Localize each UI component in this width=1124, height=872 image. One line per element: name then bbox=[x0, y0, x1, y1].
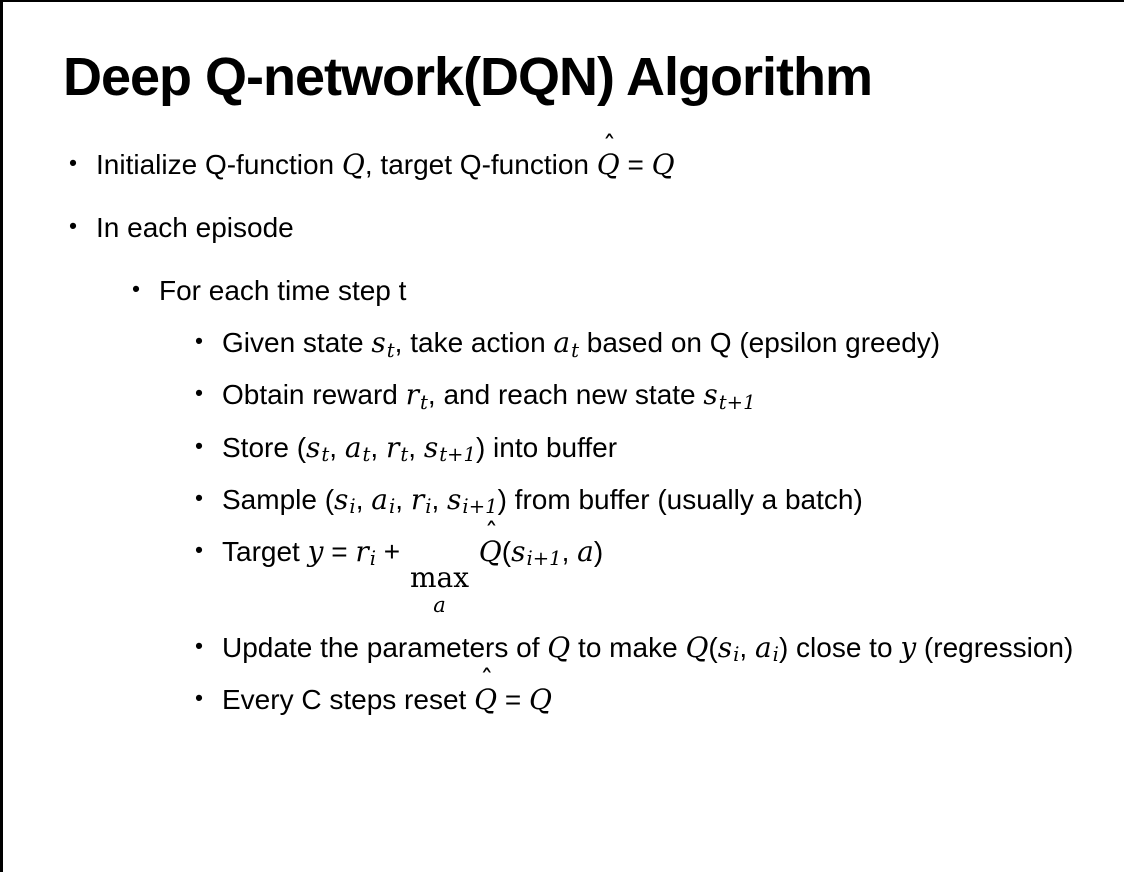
math-var: y bbox=[900, 630, 917, 664]
math-var: Q bbox=[528, 682, 552, 716]
bullet-marker-icon: • bbox=[195, 484, 204, 511]
bullet-list: • Initialize Q-function Q, target Q-funct… bbox=[3, 131, 1124, 719]
bullet-marker-icon: • bbox=[69, 149, 78, 176]
math-var-subscript: at bbox=[344, 430, 371, 466]
bullet-marker-icon: • bbox=[195, 379, 204, 406]
bullet-marker-icon: • bbox=[195, 684, 204, 711]
bullet-text: In each episode bbox=[96, 212, 294, 244]
bullet-marker-icon: • bbox=[132, 275, 141, 302]
bullet-text: Obtain reward rt, and reach new state st… bbox=[222, 378, 756, 414]
bullet-text: Given state st, take action at based on … bbox=[222, 326, 941, 362]
math-var-subscript: rt bbox=[405, 378, 428, 414]
bullet-item: • For each time step t bbox=[3, 273, 1124, 310]
bullet-text: Initialize Q-function Q, target Q-functi… bbox=[96, 131, 1124, 184]
math-var-subscript: ai bbox=[371, 482, 396, 519]
bullet-text: Store (st, at, rt, st+1) into buffer bbox=[222, 430, 618, 466]
math-var-subscript: ri bbox=[355, 534, 377, 571]
bullet-text: Sample (si, ai, ri, si+1) from buffer (u… bbox=[222, 482, 863, 519]
bullet-marker-icon: • bbox=[195, 536, 204, 563]
bullet-item: • Obtain reward rt, and reach new state s… bbox=[3, 377, 1124, 415]
math-var-subscript: st+1 bbox=[423, 430, 476, 466]
slide-title: Deep Q-network(DQN) Algorithm bbox=[63, 47, 873, 107]
math-var-subscript: si bbox=[717, 630, 740, 666]
bullet-marker-icon: • bbox=[69, 212, 78, 239]
bullet-text: For each time step t bbox=[159, 275, 407, 307]
math-var: Q bbox=[651, 148, 675, 182]
bullet-marker-icon: • bbox=[195, 432, 204, 459]
bullet-item: • Store (st, at, rt, st+1) into buffer bbox=[3, 430, 1124, 468]
math-var-subscript: st bbox=[371, 326, 395, 362]
bullet-text: Update the parameters of Q to make Q(si,… bbox=[222, 630, 1074, 666]
bullet-item: • In each episode bbox=[3, 210, 1124, 247]
bullet-marker-icon: • bbox=[195, 327, 204, 354]
math-var-subscript: at bbox=[553, 326, 579, 362]
math-var-subscript: ai bbox=[754, 630, 779, 666]
bullet-item: • Initialize Q-function Q, target Q-funct… bbox=[3, 131, 1124, 184]
math-var-subscript: si bbox=[334, 482, 356, 519]
math-var: Q bbox=[341, 148, 365, 182]
math-var: Q bbox=[685, 630, 709, 664]
bullet-item: • Sample (si, ai, ri, si+1) from buffer (… bbox=[3, 482, 1124, 520]
math-var-subscript: si+1 bbox=[447, 482, 498, 519]
math-var-subscript: ri bbox=[410, 482, 432, 519]
bullet-item: •Given state st, take action at based on… bbox=[3, 325, 1124, 363]
bullet-item: • Update the parameters of Q to make Q(si… bbox=[3, 630, 1124, 668]
math-var: a bbox=[577, 534, 594, 568]
math-var: y bbox=[307, 534, 324, 568]
math-var-subscript: si+1 bbox=[511, 534, 562, 571]
math-var-subscript: rt bbox=[385, 430, 409, 466]
math-var-subscript: st+1 bbox=[703, 378, 756, 414]
math-var: Q bbox=[547, 630, 571, 664]
math-var-subscript: st bbox=[306, 430, 330, 466]
bullet-marker-icon: • bbox=[195, 632, 204, 659]
